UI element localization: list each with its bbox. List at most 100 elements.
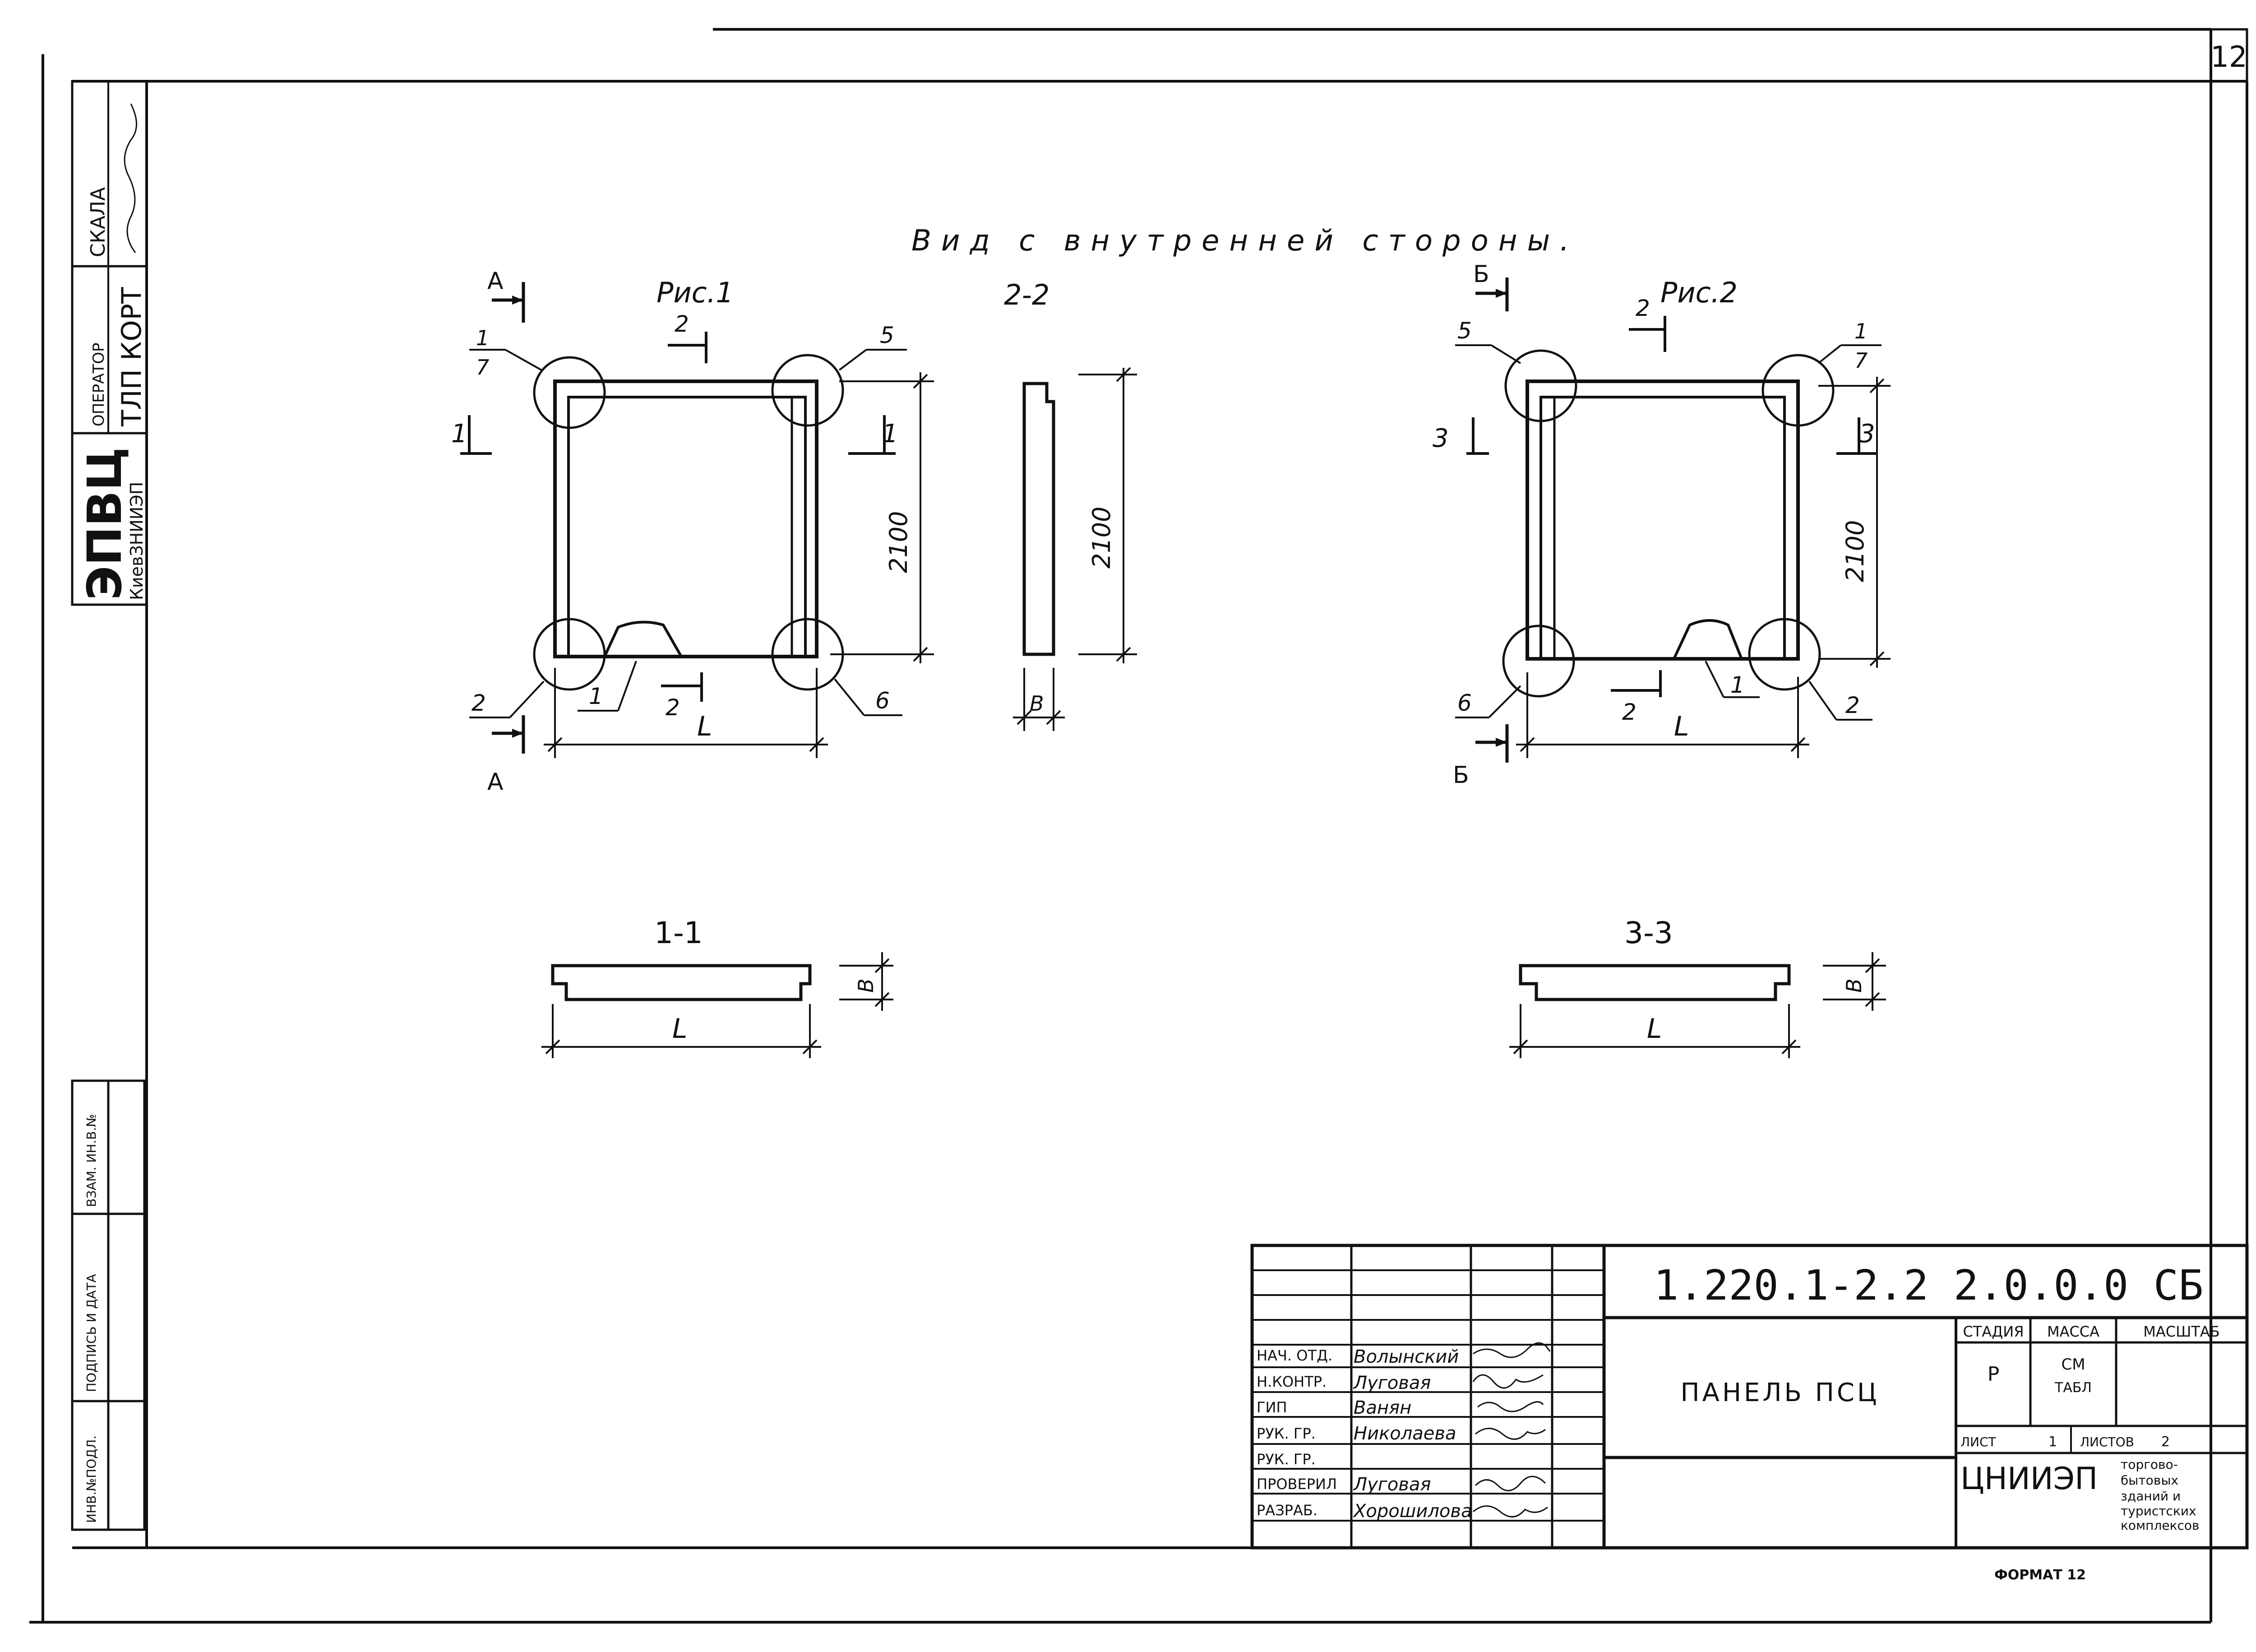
fig2-detail-circle-tr (1761, 354, 1835, 427)
fig1-dim-width: L (697, 711, 712, 742)
org-desc-line: зданий и (2121, 1489, 2181, 1504)
signature-row: НАЧ. ОТД. Волынский (1257, 1347, 1459, 1367)
format-label: ФОРМАТ 12 (1994, 1567, 2086, 1583)
org-main: ЭПВЦ (77, 447, 132, 600)
signature-role: РАЗРАБ. (1257, 1502, 1318, 1519)
item-name: ПАНЕЛЬ ПСЦ (1681, 1378, 1880, 1407)
fig2-section-b-bottom: Б (1453, 762, 1469, 789)
signature-role: НАЧ. ОТД. (1257, 1347, 1332, 1364)
org-desc-line: торгово- (2121, 1457, 2178, 1472)
organisation-name: ЦНИИЭП (1960, 1461, 2098, 1497)
signature-name: Николаева (1354, 1423, 1456, 1444)
fig1-section-2-bottom: 2 (666, 694, 680, 721)
signature-role: РУК. ГР. (1257, 1451, 1316, 1468)
fig2-section-3-left: 3 (1433, 424, 1449, 453)
fig2-callout-2: 2 (1845, 692, 1860, 718)
fig2-callout-1-7-num: 1 (1854, 319, 1868, 343)
org-desc-line: бытовых (2121, 1473, 2178, 1488)
fig2-callout-1: 1 (1730, 672, 1745, 698)
fig2-detail-circle-tl (1504, 349, 1577, 422)
fig2-detail-circle-bl (1502, 625, 1575, 698)
signatures-table: НАЧ. ОТД. Волынский Н.КОНТР. Луговая ГИП… (1257, 1342, 1551, 1522)
fig2-section-2-top: 2 (1636, 295, 1650, 321)
section-2-2: 2-2 2100 В (1004, 278, 1137, 731)
section-1-1-label: 1-1 (654, 916, 703, 950)
sheets-label: ЛИСТОВ (2080, 1435, 2134, 1449)
signature-role: РУК. ГР. (1257, 1425, 1316, 1442)
scale-label: СКАЛА (87, 187, 110, 257)
figure-2: Рис.2 Б Б 2 2 3 3 5 (1433, 261, 1891, 789)
signature-row: ГИП Ванян (1257, 1397, 1411, 1418)
figure-1-label: Рис.1 (656, 276, 734, 309)
operator-label: ОПЕРАТОР (90, 342, 108, 426)
section-3-3: 3-3 L В (1509, 916, 1886, 1058)
sheet-label: ЛИСТ (1960, 1435, 1997, 1449)
signature-role: Н.КОНТР. (1257, 1373, 1327, 1390)
sheet-value: 1 (2048, 1434, 2057, 1450)
fig1-section-a-top: А (487, 268, 504, 295)
mass-header: МАССА (2047, 1323, 2099, 1340)
section-3-3-label: 3-3 (1624, 916, 1673, 950)
section-2-2-dim-thick: В (1030, 691, 1044, 716)
sheet-number: 12 (2210, 41, 2247, 74)
section-2-2-label: 2-2 (1004, 278, 1049, 311)
fig1-detail-circle-tl (533, 356, 606, 429)
fig1-section-a-bottom: А (487, 768, 504, 796)
sheet-number-box: 12 (2210, 28, 2248, 83)
signature-scribbles (1472, 1342, 1551, 1518)
signature-name: Волынский (1354, 1347, 1459, 1367)
signature-row: РУК. ГР. Николаева (1257, 1423, 1456, 1444)
section-1-1: 1-1 L В (541, 916, 893, 1058)
fig1-section-1-right: 1 (882, 419, 898, 449)
fig1-callout-1: 1 (589, 683, 603, 709)
fig2-dim-height: 2100 (1841, 520, 1869, 582)
figure-1: Рис.1 А А 2 2 1 1 (451, 268, 934, 796)
fig1-section-1-left: 1 (451, 419, 467, 449)
fig2-detail-circle-br (1748, 618, 1821, 691)
section-1-1-dim-width: L (672, 1013, 687, 1045)
signature-name: Луговая (1353, 1373, 1431, 1393)
fig1-callout-6: 6 (875, 688, 890, 714)
section-1-1-dim-thick: В (854, 978, 878, 993)
stage-header: СТАДИЯ (1963, 1323, 2024, 1340)
fig1-section-2-top: 2 (675, 311, 689, 337)
org-sub: КиевЗНИИЭП (127, 482, 147, 600)
field-sign-date: ПОДПИСЬ И ДАТА (84, 1274, 99, 1392)
stage-value: Р (1988, 1363, 2000, 1386)
fig1-lifting-loop (603, 620, 683, 657)
signature-row: Н.КОНТР. Луговая (1257, 1373, 1431, 1393)
operator-value: ТЛП КОРТ (116, 287, 148, 427)
fig1-callout-1-7-num: 1 (476, 326, 489, 350)
signature-name: Ванян (1354, 1397, 1411, 1418)
figure-2-label: Рис.2 (1660, 276, 1738, 309)
signature-role: ПРОВЕРИЛ (1257, 1476, 1337, 1493)
signature-row: ПРОВЕРИЛ Луговая (1257, 1474, 1431, 1495)
document-designation: 1.220.1-2.2 2.0.0.0 СБ (1654, 1261, 2204, 1310)
left-lower-stamp: ВЗАМ. ИН.В.№ ПОДПИСЬ И ДАТА ИНВ.№ПОДЛ. (71, 1079, 146, 1531)
fig2-lifting-loop (1673, 619, 1743, 660)
signature-row: РАЗРАБ. Хорошилова (1257, 1501, 1472, 1522)
fig2-section-b-top: Б (1473, 261, 1489, 288)
fig2-section-2-bottom: 2 (1622, 699, 1637, 725)
signature-row: РУК. ГР. (1257, 1451, 1316, 1468)
fig1-callout-5: 5 (880, 322, 894, 348)
signature-name: Луговая (1353, 1474, 1431, 1495)
fig2-callout-5: 5 (1457, 318, 1472, 344)
org-desc-line: туристских (2121, 1504, 2196, 1518)
field-inv-podl: ИНВ.№ПОДЛ. (84, 1435, 99, 1523)
fig1-detail-circle-tr (771, 354, 844, 427)
signature-name: Хорошилова (1353, 1501, 1472, 1522)
sheet-frame (29, 28, 2248, 1624)
title-block: НАЧ. ОТД. Волынский Н.КОНТР. Луговая ГИП… (1250, 1244, 2249, 1550)
section-3-3-dim-width: L (1647, 1013, 1662, 1045)
organisation-description: торгово- бытовых зданий и туристских ком… (2121, 1457, 2200, 1533)
field-inv-zam: ВЗАМ. ИН.В.№ (84, 1114, 99, 1207)
mass-value-2: ТАБЛ (2054, 1380, 2092, 1396)
fig2-callout-6: 6 (1457, 690, 1472, 716)
fig1-callout-1-7-den: 7 (476, 355, 489, 379)
section-3-3-dim-thick: В (1842, 978, 1866, 993)
scale-header: МАСШТАБ (2143, 1323, 2219, 1340)
fig2-callout-1-7-den: 7 (1854, 348, 1868, 373)
drawing-title: Вид с внутренней стороны. (911, 224, 1579, 258)
